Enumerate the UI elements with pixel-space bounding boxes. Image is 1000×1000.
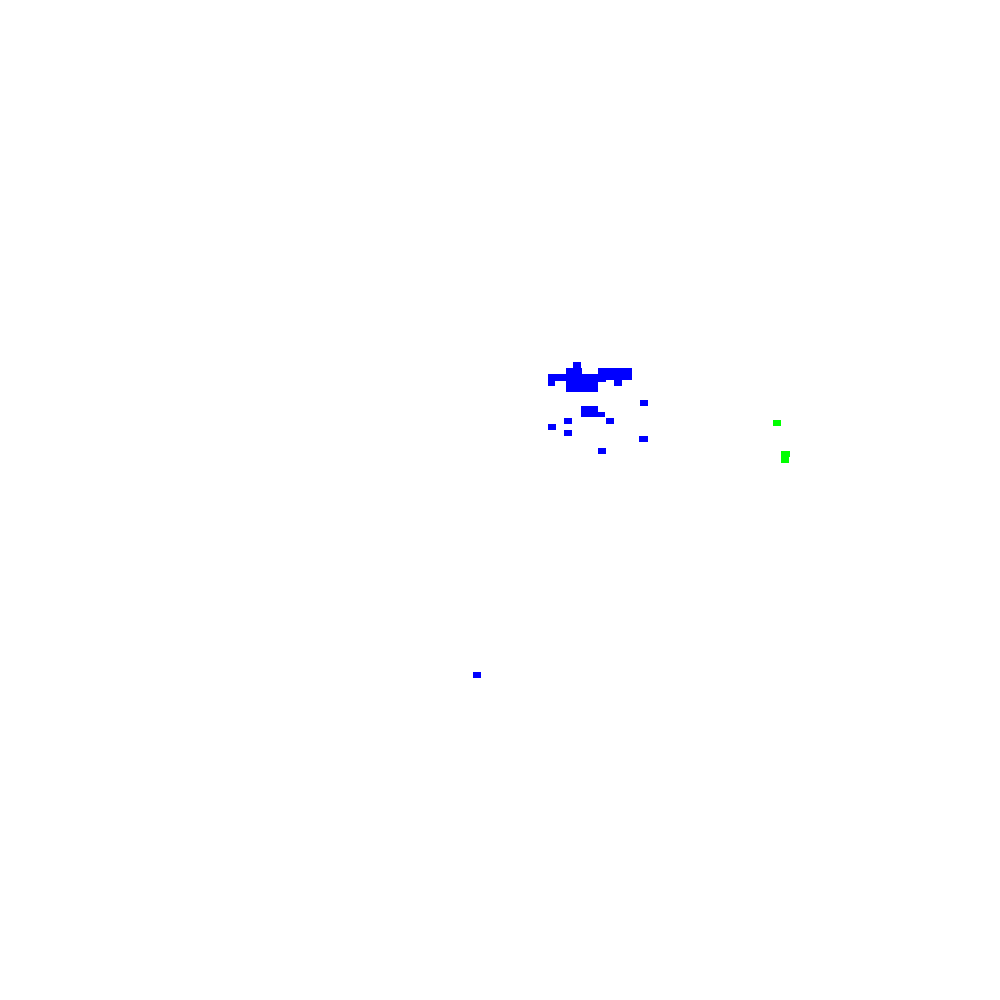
green-cell (781, 457, 789, 463)
blue-cell (598, 448, 606, 454)
blue-cell (473, 672, 481, 678)
blue-cell (573, 362, 581, 368)
blue-cell (564, 430, 572, 436)
blue-cell (639, 436, 648, 442)
blue-cell (581, 412, 605, 417)
blue-cell (566, 374, 606, 382)
blue-cell (606, 374, 632, 380)
blue-cell (566, 368, 582, 374)
blue-cell (566, 382, 598, 392)
blue-cell (548, 380, 555, 386)
blue-cluster-lower (548, 400, 648, 454)
blue-cell (548, 424, 556, 430)
green-cell (773, 420, 781, 426)
blue-cell (606, 418, 614, 424)
blue-cell (581, 406, 598, 412)
blue-cluster-main (548, 362, 632, 392)
blue-cell (640, 400, 648, 406)
blue-cell (598, 368, 632, 374)
green-cell (781, 451, 790, 457)
blue-cell (548, 374, 566, 381)
blue-isolated (473, 672, 481, 678)
blue-cell (564, 418, 572, 424)
blue-cell (614, 380, 622, 386)
green-cluster (773, 420, 790, 463)
